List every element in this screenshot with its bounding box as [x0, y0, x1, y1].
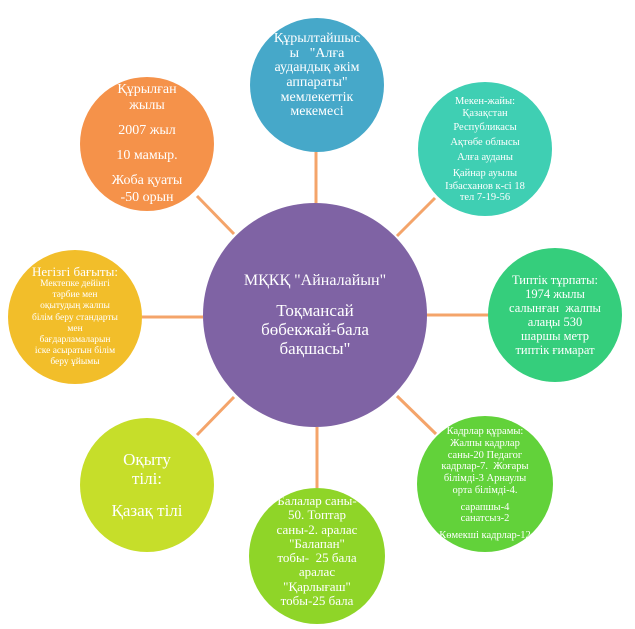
founded-year: 2007 жыл [118, 123, 176, 139]
staff-line-9: сарапшы-4 [460, 501, 510, 513]
center-subtitle-1: Тоқмансай [276, 301, 354, 321]
staff-line-1: Кадрлар құрамы: [446, 426, 524, 438]
address-line-3: Республикасы [453, 121, 517, 133]
founder-node: Құрылтайшыс ы "Алға аудандық әкім аппара… [250, 18, 384, 152]
founded-capacity-label: Жоба қуаты [111, 172, 183, 188]
children-line-2: 50. Топтар [287, 507, 347, 523]
staff-line-8: Көмекші кадрлар-12 [439, 530, 531, 542]
direction-node: Негізгі бағыты: Мектепке дейінгі тәрбие … [8, 250, 142, 384]
language-node: Оқыту тілі: Қазақ тілі [80, 418, 214, 552]
staff-line-7: санатсыз-2 [460, 513, 510, 525]
center-title: МҚКҚ "Айналайын" [243, 271, 387, 289]
children-line-6: аралас [298, 564, 336, 580]
building-line-2: 1974 жылы [525, 287, 585, 301]
direction-line-2: Мектепке дейінгі [40, 279, 110, 289]
language-line-1: Оқыту [123, 449, 171, 469]
founder-line-5: мемлекеттік [280, 89, 354, 105]
language-line-2: тілі: [131, 469, 163, 489]
connector-bottom-left [195, 395, 236, 437]
connector-top-left [195, 194, 236, 236]
staff-line-5: білімді-3 Арнаулы [443, 473, 527, 485]
connector-bottom-right [395, 394, 438, 436]
address-line-5: Алға ауданы [457, 152, 513, 164]
children-line-4: "Балапан" [289, 535, 345, 551]
founded-date: 10 мамыр. [116, 148, 178, 163]
staff-line-2: Жалпы кадрлар [450, 437, 520, 449]
address-line-1: Мекен-жайы: [455, 96, 515, 108]
children-node: Балалар саны- 50. Топтар саны-2. аралас … [249, 488, 385, 624]
founder-line-4: аппараты" [286, 75, 348, 91]
direction-line-8: іске асыратын білім [34, 346, 116, 357]
direction-line-9: беру ұйымы [50, 357, 100, 368]
building-line-4: алаңы 530 [527, 315, 583, 329]
connector-top-right [395, 196, 437, 238]
founder-line-1: Құрылтайшыс [273, 31, 361, 46]
direction-line-6: мен [67, 323, 83, 334]
founded-capacity-value: -50 орын [120, 189, 174, 205]
center-subtitle-2: бөбекжай-бала [261, 319, 369, 339]
founded-line-2: жылы [129, 98, 165, 114]
founder-line-6: мекемесі [290, 104, 344, 120]
direction-line-5: білім беру стандарты [32, 312, 118, 323]
children-line-3: саны-2. аралас [276, 521, 358, 537]
address-line-8: тел 7-19-56 [459, 192, 511, 204]
address-line-7: Ізбасханов к-сі 18 [445, 180, 525, 192]
founded-line-1: Құрылған [117, 81, 177, 97]
children-line-5: тобы- 25 бала [277, 550, 357, 566]
address-node: Мекен-жайы: Қазақстан Республикасы Ақтөб… [418, 82, 552, 216]
center-subtitle-3: бақшасы" [279, 338, 351, 358]
children-line-8: тобы-25 бала [280, 593, 354, 609]
building-line-5: шаршы метр [521, 329, 589, 343]
direction-line-3: тәрбие мен [52, 290, 98, 301]
children-line-7: "Қарлығаш" [283, 578, 351, 594]
address-line-4: Ақтөбе облысы [450, 137, 520, 149]
building-line-6: типтік ғимарат [515, 343, 595, 357]
direction-line-7: бағдарламаларын [39, 335, 111, 346]
direction-line-4: оқытудың жалпы [40, 301, 110, 312]
building-line-3: салынған жалпы [509, 301, 601, 315]
language-value: Қазақ тілі [111, 500, 183, 520]
staff-line-3: саны-20 Педагог [447, 449, 523, 461]
staff-node: Кадрлар құрамы: Жалпы кадрлар саны-20 Пе… [417, 416, 553, 552]
building-type-node: Типтік тұрпаты: 1974 жылы салынған жалпы… [488, 248, 622, 382]
founder-line-2: ы "Алға [289, 45, 345, 61]
center-node: МҚКҚ "Айналайын" Тоқмансай бөбекжай-бала… [203, 203, 427, 427]
building-line-1: Типтік тұрпаты: [511, 273, 599, 287]
staff-line-6: орта білімді-4. [452, 484, 518, 496]
staff-line-4: кадрлар-7. Жоғары [441, 461, 529, 473]
address-line-2: Қазақстан [462, 108, 508, 120]
founded-node: Құрылған жылы 2007 жыл 10 мамыр. Жоба қу… [80, 77, 214, 211]
children-line-1: Балалар саны- [277, 493, 357, 508]
direction-heading: Негізгі бағыты: [32, 264, 118, 280]
founder-line-3: аудандық әкім [274, 60, 360, 76]
address-line-6: Қайнар ауылы [452, 167, 518, 179]
